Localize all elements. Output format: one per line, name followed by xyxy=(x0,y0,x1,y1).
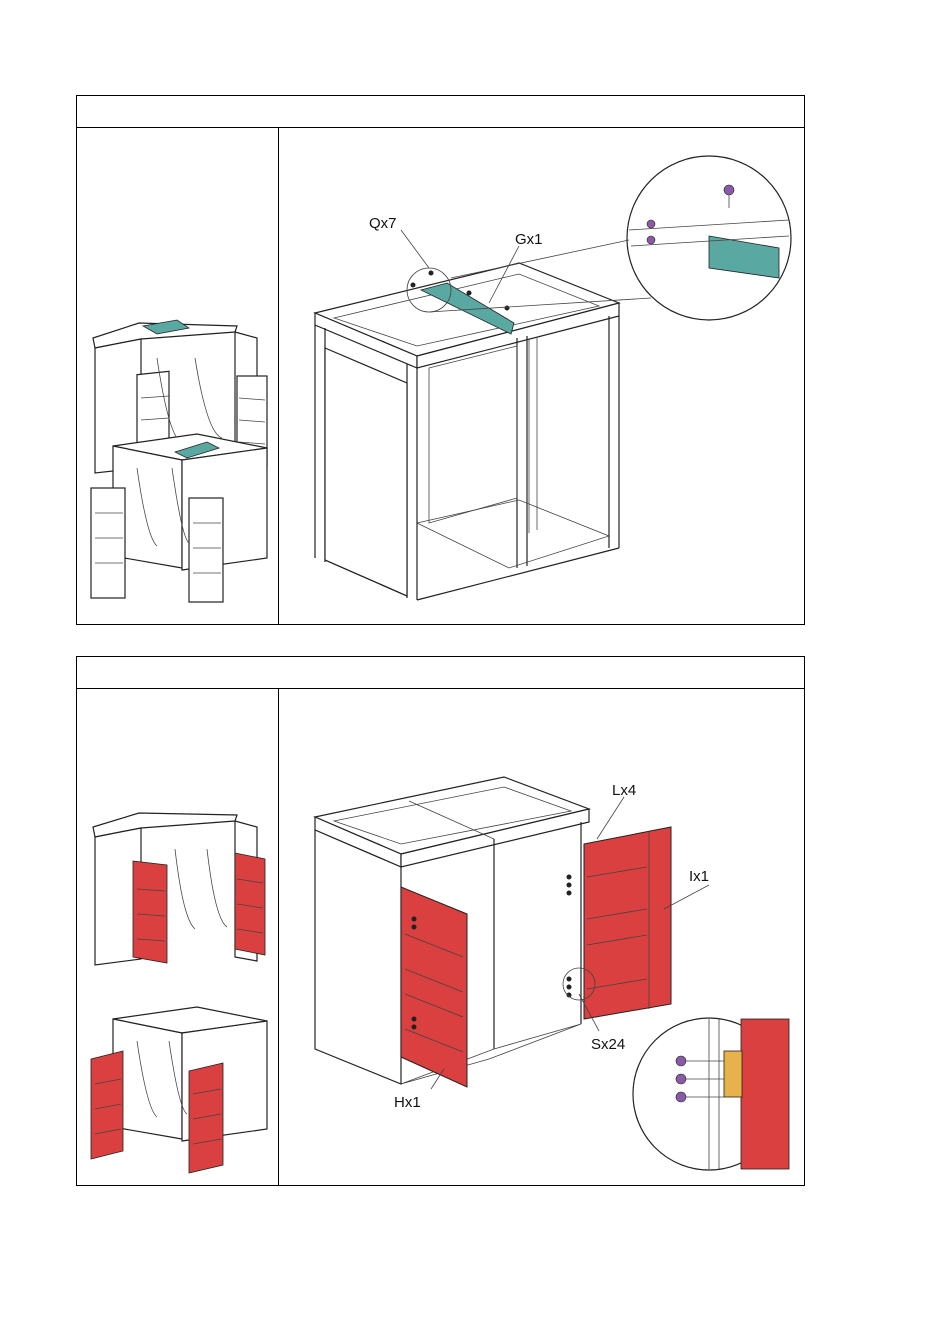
step-2-frame-drawing: Lx4 Ix1 Sx24 Hx1 xyxy=(279,689,806,1185)
label-g: Gx1 xyxy=(515,231,543,248)
step-1-main-illustration: Qx7 Gx1 xyxy=(279,128,804,624)
step-1-header xyxy=(77,96,804,128)
label-q: Qx7 xyxy=(369,215,397,232)
label-s: Sx24 xyxy=(591,1036,625,1053)
step-2-main-illustration: Lx4 Ix1 Sx24 Hx1 xyxy=(279,689,804,1185)
step-1-thumb-front xyxy=(77,208,279,458)
step-1-thumb-back xyxy=(77,428,279,608)
step-2-header xyxy=(77,657,804,689)
step-2-body: Lx4 Ix1 Sx24 Hx1 xyxy=(77,689,804,1185)
label-h: Hx1 xyxy=(394,1094,421,1111)
part-h-door xyxy=(401,887,467,1087)
step-1-panel: Qx7 Gx1 xyxy=(76,95,805,625)
step-2-panel: Lx4 Ix1 Sx24 Hx1 xyxy=(76,656,805,1186)
step-2-thumb-back xyxy=(77,989,279,1169)
step-1-body: Qx7 Gx1 xyxy=(77,128,804,624)
label-i: Ix1 xyxy=(689,868,709,885)
part-i-door xyxy=(584,827,671,1019)
step-1-frame-drawing: Qx7 Gx1 xyxy=(279,128,806,624)
label-l: Lx4 xyxy=(612,782,636,799)
step-2-thumbnails xyxy=(77,689,279,1185)
step-1-thumbnails xyxy=(77,128,279,624)
